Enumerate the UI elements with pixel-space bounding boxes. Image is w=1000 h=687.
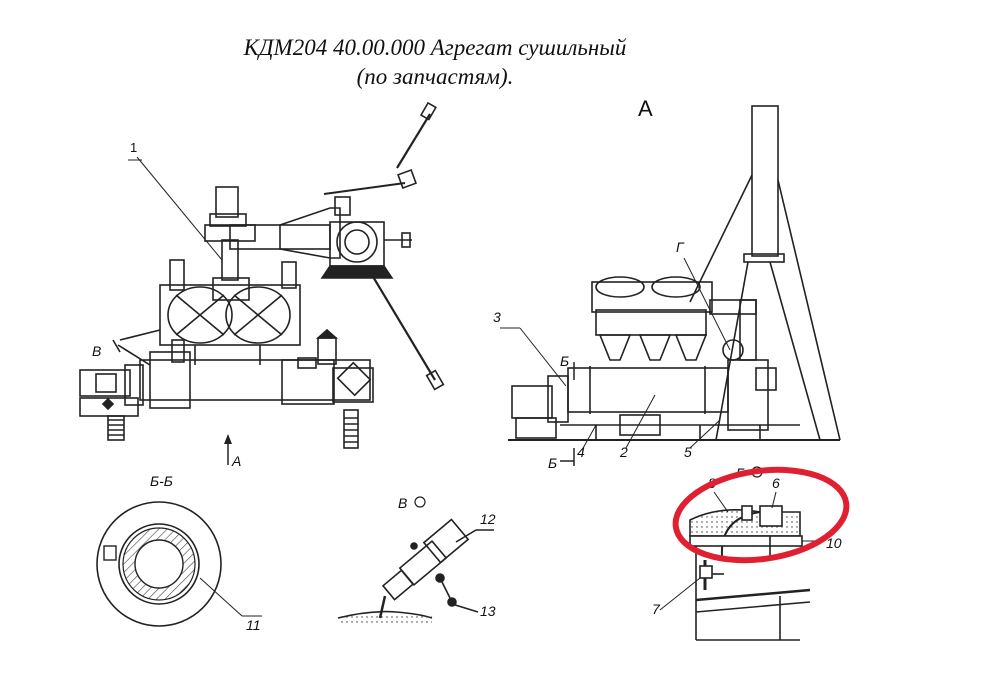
callout-6: 6 <box>772 475 780 491</box>
view-g <box>689 505 811 641</box>
drawing-title: КДМ204 40.00.000 Агрегат сушильный <box>243 35 627 60</box>
section-bb <box>96 501 262 627</box>
callout-11: 11 <box>246 617 261 633</box>
callout-13: 13 <box>480 603 496 619</box>
section-bb-label: Б-Б <box>150 473 173 489</box>
top-fan-box <box>215 186 239 218</box>
callout-10: 10 <box>826 535 842 551</box>
callout-5: 5 <box>684 444 692 460</box>
view-arrow-a: А <box>231 453 241 469</box>
view-arrow-v: В <box>92 343 101 359</box>
view-v <box>337 518 494 626</box>
red-highlight-ellipse <box>672 466 850 564</box>
cut-b-top: Б <box>560 353 569 369</box>
cyclone-circle <box>336 221 378 263</box>
side-drum <box>567 367 729 413</box>
view-label-v: В <box>398 495 407 511</box>
callout-2: 2 <box>619 444 628 460</box>
callout-12: 12 <box>480 511 496 527</box>
callout-4: 4 <box>577 444 585 460</box>
plan-view <box>79 101 445 449</box>
dryer-drum <box>139 328 374 409</box>
view-label-a: А <box>638 96 653 121</box>
drawing-subtitle: (по запчастям). <box>356 64 514 89</box>
callout-1: 1 <box>130 140 137 155</box>
side-view <box>508 105 841 441</box>
chimney <box>751 105 779 257</box>
cut-b-bottom: Б <box>548 455 557 471</box>
heat-exchanger-wheels <box>159 259 301 363</box>
support-legs <box>107 409 359 449</box>
callout-g: Г <box>676 239 685 255</box>
callout-7: 7 <box>652 601 661 617</box>
callout-3: 3 <box>493 309 501 325</box>
